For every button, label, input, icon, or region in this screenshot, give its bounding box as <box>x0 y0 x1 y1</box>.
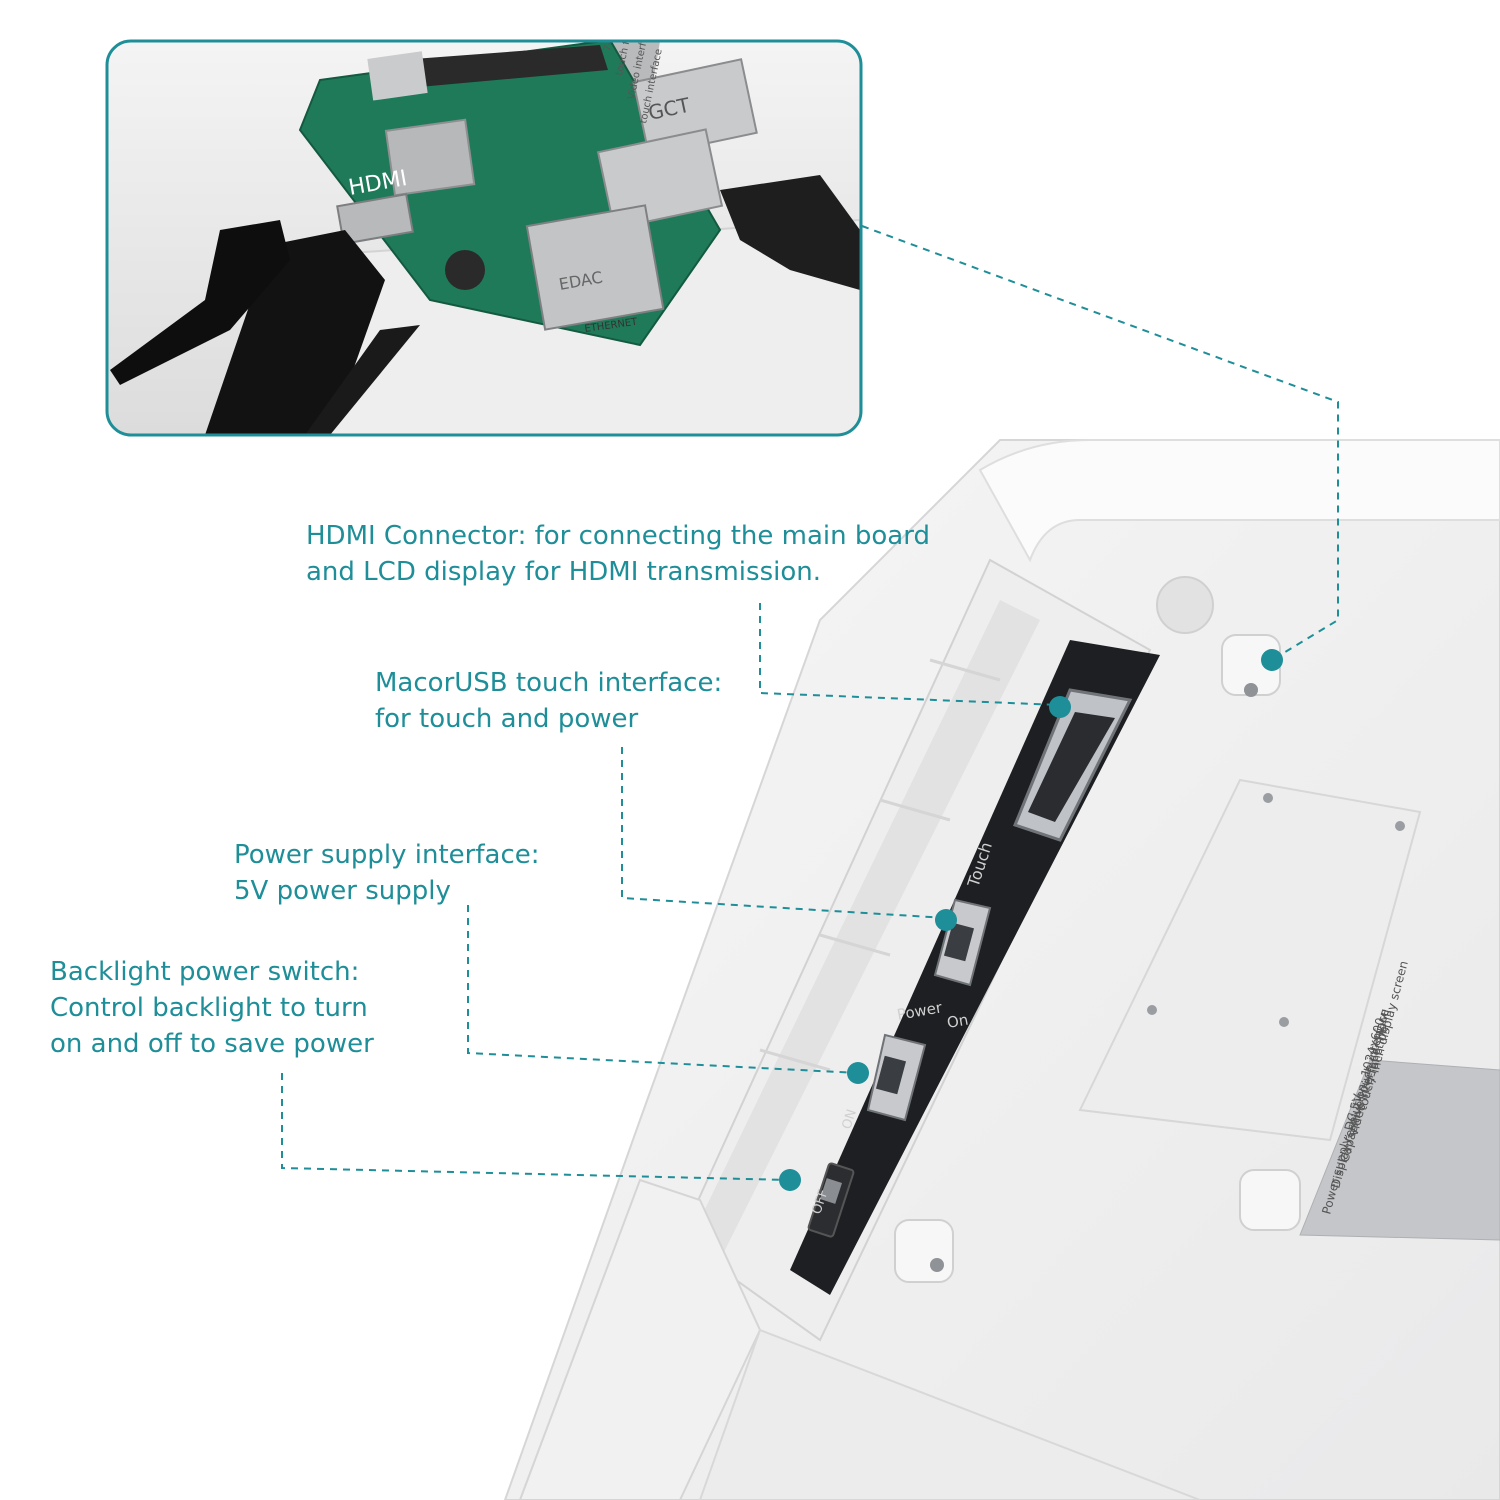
port-label: OFF <box>810 1188 832 1217</box>
callout-power-line-1: Power supply interface: <box>234 840 540 870</box>
standoff-top <box>1221 634 1281 697</box>
leader-line-hdmi-connector <box>759 603 1061 706</box>
leader-line-micro-usb-touch <box>621 747 947 919</box>
power-cable <box>110 220 290 385</box>
usb-cable <box>720 175 860 290</box>
standoff-bottom <box>894 1219 954 1283</box>
callout-power-line-2: 5V power supply <box>234 876 451 906</box>
callout-backlight-line-2: Control backlight to turn <box>50 993 368 1023</box>
callout-dot-micro-usb-touch <box>935 909 957 931</box>
callout-backlight-switch: Backlight power switch: Control backligh… <box>50 954 374 1062</box>
case-top-rim <box>978 439 1500 563</box>
case-inner-groove <box>690 600 1040 1260</box>
micro-usb-cable <box>305 325 420 435</box>
backlight-switch <box>807 1162 855 1238</box>
panel-screws <box>1147 793 1405 1027</box>
standoff-mid <box>1239 1169 1301 1231</box>
case-ribs <box>759 658 1001 1072</box>
callout-hdmi-line-1: HDMI Connector: for connecting the main … <box>306 521 930 551</box>
callout-touch-line-1: MacorUSB touch interface: <box>375 668 723 698</box>
usb-port-lower <box>596 128 724 230</box>
port-label: On <box>946 1011 970 1032</box>
callout-hdmi-connector: HDMI Connector: for connecting the main … <box>306 518 930 590</box>
ethernet-port <box>525 204 665 331</box>
gpio-header <box>400 45 608 88</box>
callout-touch-line-2: for touch and power <box>375 704 639 734</box>
callout-backlight-line-3: on and off to save power <box>50 1029 374 1059</box>
case-bottom-edge <box>518 1178 762 1500</box>
callout-dot-hdmi-connector <box>1049 696 1071 718</box>
callout-micro-usb-touch: MacorUSB touch interface: for touch and … <box>375 665 722 737</box>
callout-dot-usb-cable <box>1261 649 1283 671</box>
leader-line-backlight-switch <box>281 1073 791 1181</box>
leader-line-usb-cable <box>861 225 1339 661</box>
port-label: ON <box>840 1108 860 1132</box>
leader-line-power-supply <box>467 905 859 1074</box>
inset-frame <box>105 39 863 437</box>
audio-jack <box>445 250 485 290</box>
callout-leaders <box>281 225 1339 1181</box>
callout-backlight-line-1: Backlight power switch: <box>50 957 360 987</box>
micro-usb-power-port <box>866 1033 927 1122</box>
cpu-chip <box>384 118 476 197</box>
callout-power-supply: Power supply interface: 5V power supply <box>234 837 540 909</box>
callout-dot-backlight-switch <box>779 1169 801 1191</box>
micro-usb-touch-port <box>933 898 992 987</box>
callout-dots <box>779 649 1283 1191</box>
hdmi-port <box>1013 688 1133 842</box>
case-base-foot <box>698 1328 1201 1500</box>
callout-hdmi-line-2: and LCD display for HDMI transmission. <box>306 557 821 587</box>
wifi-module <box>367 51 428 101</box>
recessed-panel <box>1078 778 1422 1142</box>
mount-hole <box>1156 576 1214 634</box>
hdmi-socket <box>336 193 414 245</box>
hdmi-cable <box>205 230 385 435</box>
callout-dot-power-supply <box>847 1062 869 1084</box>
spec-sticker <box>1299 1059 1500 1241</box>
